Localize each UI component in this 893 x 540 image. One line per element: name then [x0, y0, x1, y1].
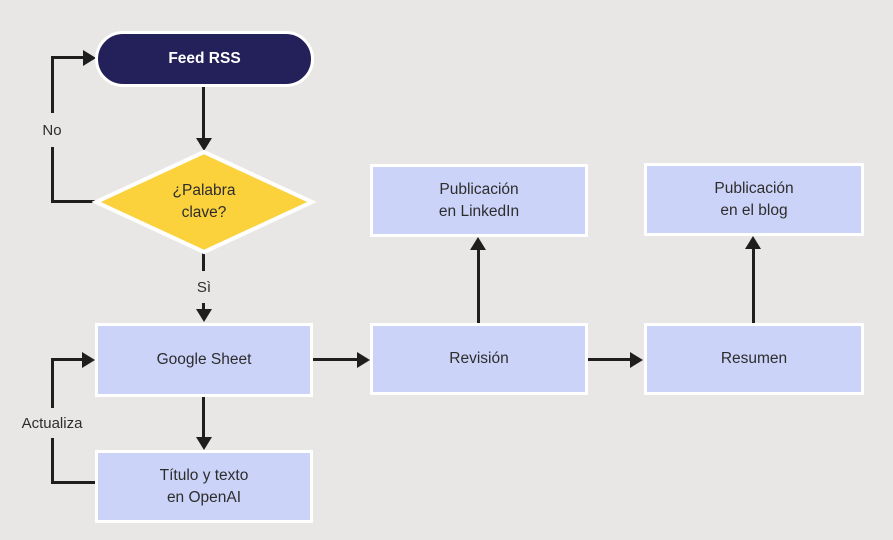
- arrowhead-up-icon: [470, 237, 486, 250]
- edge-line: [52, 56, 84, 59]
- node-revision: Revisión: [370, 323, 588, 395]
- node-feed-rss: Feed RSS: [95, 31, 314, 87]
- node-publicacion-blog-label-line2: en el blog: [720, 201, 788, 219]
- diamond-shape: [92, 149, 316, 255]
- node-google-sheet-label: Google Sheet: [156, 351, 252, 368]
- arrowhead-down-icon: [196, 138, 212, 151]
- node-palabra-clave-label-line2: clave?: [181, 204, 227, 221]
- node-titulo-openai: Título y texto en OpenAI: [95, 450, 313, 523]
- node-publicacion-blog-label-line1: Publicación: [714, 179, 794, 197]
- node-titulo-openai-label-line1: Título y texto: [159, 466, 249, 484]
- edge-line: [52, 481, 95, 484]
- arrowhead-right-icon: [630, 352, 643, 368]
- node-feed-rss-label: Feed RSS: [168, 50, 241, 67]
- node-publicacion-blog: Publicación en el blog: [644, 163, 864, 236]
- arrowhead-right-icon: [357, 352, 370, 368]
- node-titulo-openai-label-line2: en OpenAI: [166, 488, 242, 506]
- edge-line: [313, 358, 358, 361]
- node-resumen-label: Resumen: [720, 350, 788, 367]
- edge-label-actualiza: Actualiza: [10, 408, 94, 438]
- node-palabra-clave: ¿Palabra clave?: [96, 152, 312, 252]
- edge-label-no: No: [36, 113, 68, 147]
- edge-line: [477, 250, 480, 323]
- node-palabra-clave-label-line1: ¿Palabra: [172, 182, 236, 199]
- arrowhead-up-icon: [745, 236, 761, 249]
- node-publicacion-linkedin-label-line1: Publicación: [439, 180, 519, 198]
- edge-line: [588, 358, 631, 361]
- edge-line: [202, 397, 205, 438]
- node-publicacion-linkedin-label-line2: en LinkedIn: [438, 202, 520, 220]
- node-resumen: Resumen: [644, 323, 864, 395]
- edge-line: [51, 200, 97, 203]
- edge-line: [752, 249, 755, 323]
- node-google-sheet: Google Sheet: [95, 323, 313, 397]
- edge-line: [52, 358, 83, 361]
- node-publicacion-linkedin: Publicación en LinkedIn: [370, 164, 588, 237]
- arrowhead-down-icon: [196, 437, 212, 450]
- edge-label-si: Sì: [189, 271, 219, 303]
- node-palabra-clave-diamond-shape: [92, 149, 316, 255]
- arrowhead-down-icon: [196, 309, 212, 322]
- arrowhead-right-icon: [82, 352, 95, 368]
- edge-line: [202, 87, 205, 139]
- node-revision-label: Revisión: [449, 350, 509, 367]
- arrowhead-right-icon: [83, 50, 96, 66]
